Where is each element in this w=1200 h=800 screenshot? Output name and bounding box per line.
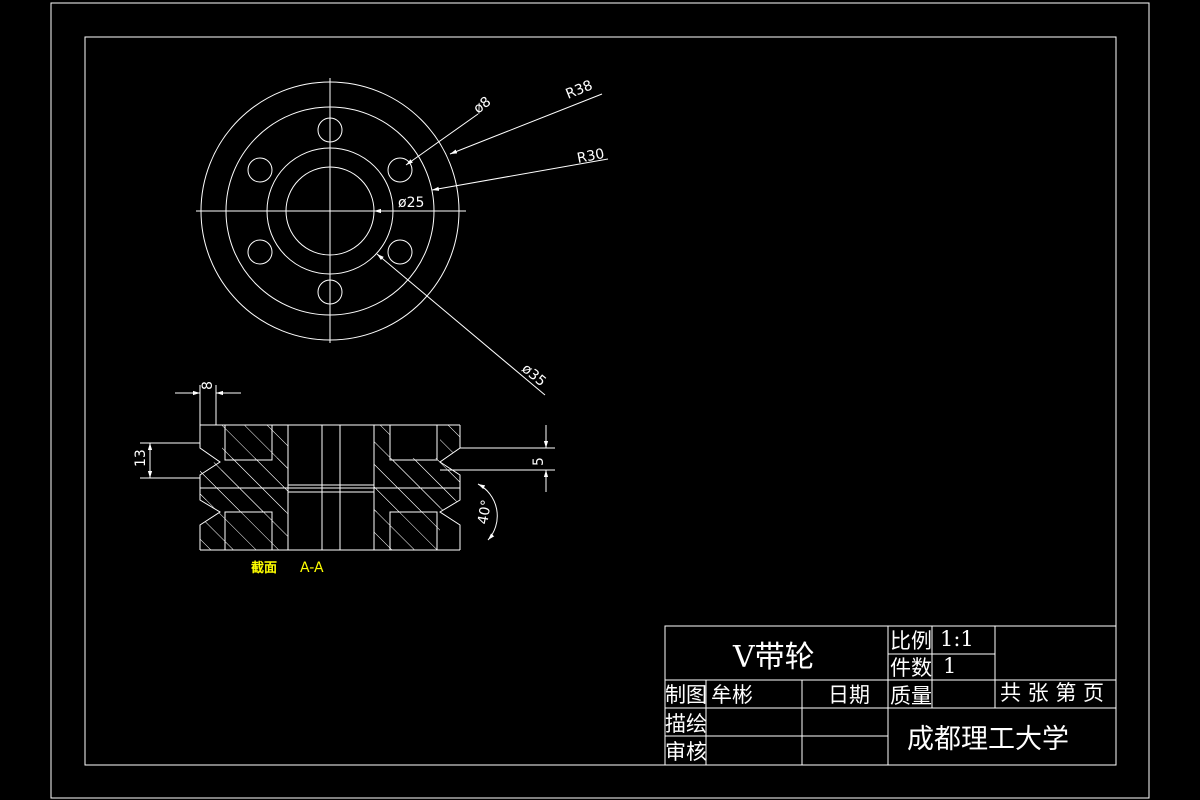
traced-label: 描绘 [665,712,707,736]
inner-border [84,36,1117,766]
section-label: 截面 [251,560,277,576]
section-view [140,385,555,551]
qty-label: 件数 [890,656,932,680]
date-label: 日期 [828,683,870,707]
dim-groove-width: 8 [200,381,216,390]
checked-label: 审核 [665,740,707,764]
qty-value: 1 [943,654,956,678]
outer-border [50,2,1150,799]
title-block [664,625,1117,766]
dim-bore-diameter: ø25 [398,195,424,211]
scale-label: 比例 [890,629,932,653]
front-view [196,78,609,396]
dim-groove-bottom: 5 [531,457,547,466]
dim-pitch-radius: R30 [576,146,606,167]
drawn-label: 制图 [665,683,707,707]
part-name: V带轮 [732,640,815,675]
scale-value: 1:1 [940,627,974,651]
sheet-label: 共 张 第 页 [1000,681,1104,705]
institution-name: 成都理工大学 [907,724,1069,755]
dim-hole-diameter: ø8 [471,94,495,117]
mass-label: 质量 [890,684,932,708]
dim-hub-diameter: ø35 [518,361,549,390]
drawn-by: 牟彬 [711,683,753,707]
dim-groove-angle: 40° [475,498,495,525]
dim-groove-depth: 13 [133,449,149,467]
section-name: A-A [300,560,324,576]
